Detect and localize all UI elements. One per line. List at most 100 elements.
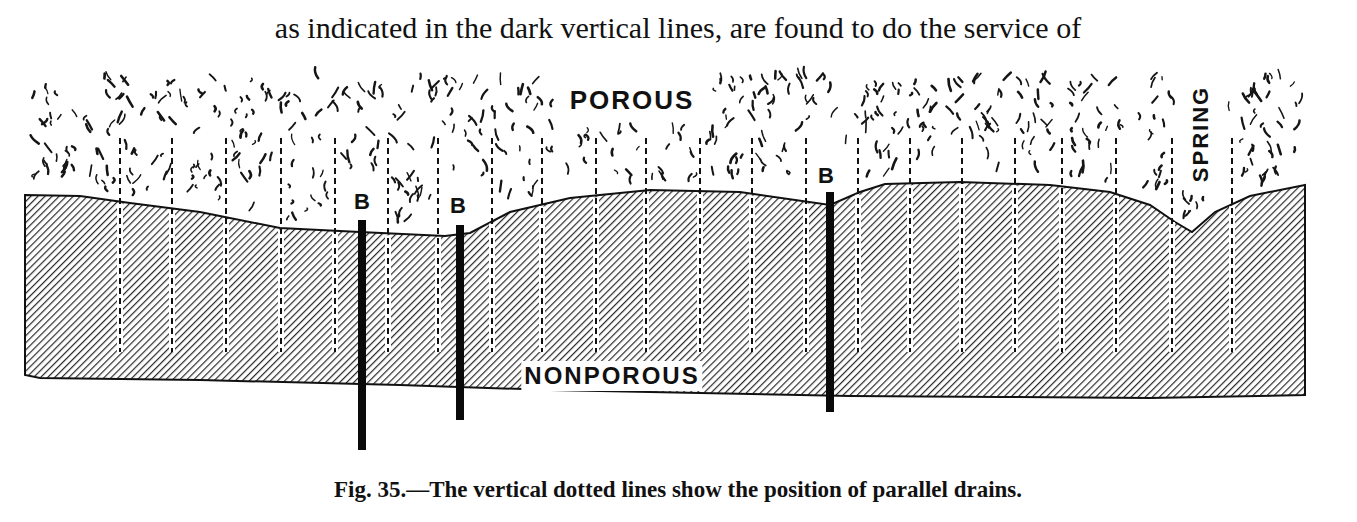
drain-line [1231,138,1233,352]
soil-grain [651,174,653,180]
soil-grain [371,163,373,171]
soil-grain [980,136,984,141]
soil-grain [313,168,314,178]
soil-grain [1254,109,1255,113]
drain-line [280,138,282,352]
soil-grain [1269,151,1272,157]
soil-grain [546,147,550,151]
soil-grain [884,168,890,176]
soil-grain [626,169,631,175]
soil-grain [711,126,714,137]
soil-grain [1110,163,1112,173]
soil-grain [719,79,722,84]
soil-grain [215,185,219,190]
soil-grain [1081,161,1085,173]
soil-grain [152,156,158,165]
soil-grain [1278,122,1283,128]
soil-grain [1251,159,1253,165]
soil-grain [1264,128,1270,136]
soil-grain [358,102,362,109]
soil-grain [302,113,305,119]
soil-grain [550,100,552,106]
soil-grain [183,97,185,103]
soil-grain [914,88,919,95]
soil-grain [759,139,762,146]
drain-line [1061,138,1063,352]
soil-grain [1017,77,1021,84]
soil-grain [118,112,122,123]
soil-grain [133,175,141,184]
soil-grain [923,124,926,127]
soil-grain [196,164,199,167]
soil-grain [748,110,754,120]
soil-grain [753,101,754,110]
soil-grain [474,75,478,83]
soil-grain [618,131,621,134]
soil-grain [1139,113,1141,119]
soil-grain [253,141,256,145]
soil-grain [1098,123,1101,128]
soil-grain [1243,94,1249,103]
soil-grain [171,80,174,84]
soil-grain [316,110,322,116]
soil-grain [1105,178,1107,182]
drain-line [437,138,439,352]
soil-grain [231,119,232,125]
soil-grain [473,146,478,151]
soil-grain [804,67,807,78]
soil-grain [55,91,58,95]
soil-grain [194,128,200,133]
drain-line [387,138,389,352]
soil-grain [1250,88,1252,93]
soil-grain [756,153,761,159]
soil-grain [534,103,538,110]
soil-grain [292,160,294,166]
soil-grain [528,160,530,165]
soil-grain [1165,180,1167,184]
soil-grain [326,192,328,199]
soil-grain [864,111,866,118]
soil-grain [777,156,782,162]
soil-grain [279,93,286,100]
soil-grain [970,127,973,139]
soil-grain [468,141,472,145]
drain-line [909,138,911,352]
soil-grain [817,73,823,80]
soil-grain [341,153,346,159]
soil-grain [218,111,220,116]
soil-grain [127,97,133,107]
soil-grain [1240,139,1243,143]
soil-grain [1115,105,1118,108]
soil-grain [72,165,74,171]
soil-grain [240,130,243,137]
soil-grain [831,108,837,117]
soil-grain [1069,171,1072,176]
soil-grain [506,104,512,111]
soil-grain [319,135,321,140]
soil-grain [123,77,126,82]
soil-grain [482,173,484,176]
soil-grain [788,171,790,174]
soil-grain [637,146,640,149]
soil-grain [715,136,717,144]
soil-grain [252,110,254,114]
soil-grain [159,95,167,103]
soil-grain [232,140,234,147]
drain-line [491,138,493,352]
soil-grain [586,135,589,140]
soil-grain [1041,119,1047,125]
soil-grain [1035,162,1038,172]
soil-grain [279,103,283,113]
soil-grain [1097,139,1100,147]
soil-grain [737,169,738,174]
soil-grain [312,138,313,143]
drain-line [334,138,336,352]
soil-grain [615,170,618,174]
soil-grain [1076,114,1080,122]
soil-grain [932,147,934,156]
soil-grain [289,123,295,130]
soil-grain [875,112,877,115]
soil-grain [1245,169,1247,172]
soil-grain [443,121,446,124]
